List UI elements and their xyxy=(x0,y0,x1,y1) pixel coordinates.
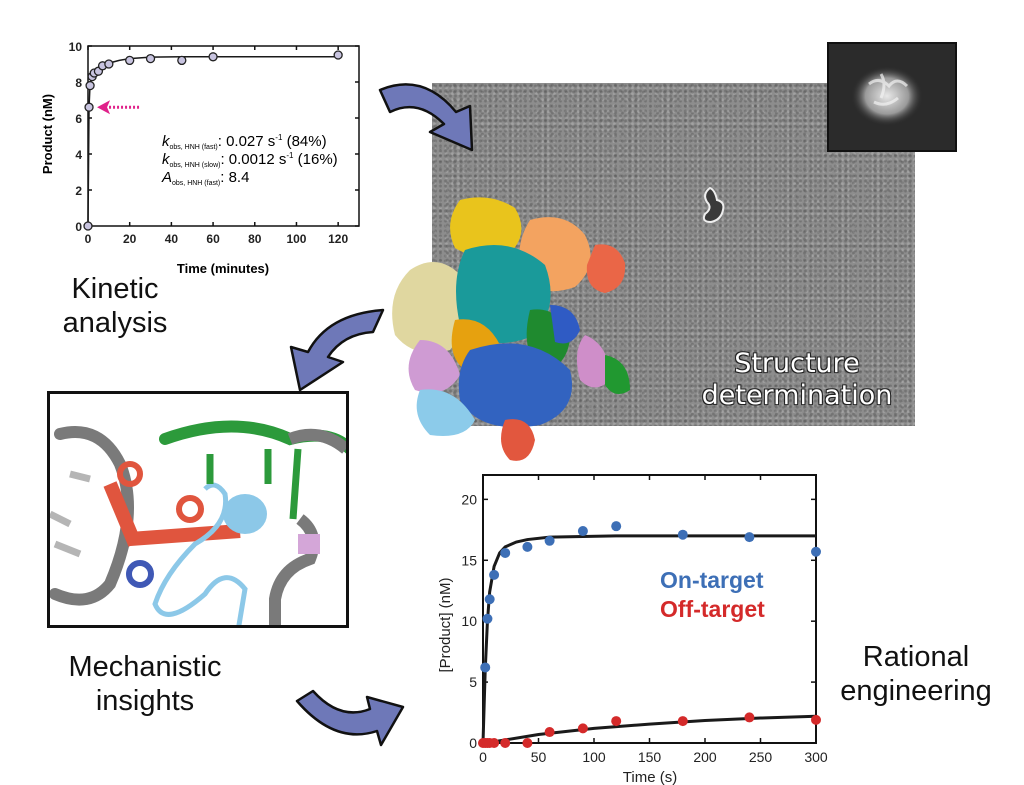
x-tick-label: 100 xyxy=(286,232,306,246)
y-tick-label: 4 xyxy=(75,148,82,162)
pink-arrow-head-icon xyxy=(97,100,111,115)
y-tick-label: 10 xyxy=(69,40,83,54)
data-point xyxy=(500,547,511,558)
kinetic-chart-plot-area: 0 20 40 60 80 100 120 0 2 4 6 8 10 xyxy=(69,40,360,246)
data-point xyxy=(85,80,95,91)
y-tick-label: 8 xyxy=(75,76,82,90)
x-tick-label: 100 xyxy=(582,749,606,765)
stage-label-line: Structure xyxy=(734,348,860,379)
data-point xyxy=(744,532,755,543)
stage-label-line: engineering xyxy=(840,675,992,707)
data-point xyxy=(208,52,218,62)
data-point xyxy=(489,569,500,580)
stage-label-structure-determination: Structure determination xyxy=(682,348,912,412)
x-tick-label: 60 xyxy=(206,232,220,246)
fit-curve xyxy=(481,534,816,744)
svg-text:Aobs, HNH (fast): 8.4: Aobs, HNH (fast): 8.4 xyxy=(161,169,249,187)
y-tick-label: 0 xyxy=(75,220,82,234)
cryo-em-density-map xyxy=(392,197,630,461)
data-point xyxy=(83,221,93,231)
engineering-chart-xlabel: Time (s) xyxy=(623,769,677,785)
engineering-chart-plot-area: 0 50 100 150 200 250 300 0 5 10 15 20 xyxy=(461,474,828,765)
stage-label-kinetic-analysis: Kinetic analysis xyxy=(50,272,180,340)
kinetic-fit-annotations: kobs, HNH (fast): 0.027 s-1 (84%) kobs, … xyxy=(161,133,338,187)
legend-on-target: On-target xyxy=(660,567,764,593)
plot-frame xyxy=(482,474,817,744)
y-tick-label: 15 xyxy=(461,552,477,568)
y-tick-label: 0 xyxy=(469,735,477,751)
x-tick-label: 50 xyxy=(531,749,547,765)
data-point xyxy=(84,102,94,112)
plot-frame xyxy=(87,45,360,227)
data-point xyxy=(811,714,821,725)
stage-label-mechanistic-insights: Mechanistic insights xyxy=(60,650,230,718)
mechanistic-structure-panel xyxy=(47,391,349,628)
data-point xyxy=(677,529,688,540)
stage-label-rational-engineering: Rational engineering xyxy=(826,640,1006,708)
x-tick-label: 120 xyxy=(328,232,348,246)
x-tick-label: 150 xyxy=(638,749,662,765)
data-point xyxy=(544,727,555,738)
data-point xyxy=(577,723,588,734)
stage-label-line: Kinetic xyxy=(71,273,159,305)
data-point xyxy=(125,55,135,66)
x-tick-label: 80 xyxy=(248,232,262,246)
data-point xyxy=(522,541,533,552)
x-tick-label: 0 xyxy=(479,749,487,765)
data-point xyxy=(744,712,755,723)
stage-label-line: Mechanistic xyxy=(68,651,222,683)
engineering-chart: 0 50 100 150 200 250 300 0 5 10 15 20 Time (s) [Pro… xyxy=(437,474,828,785)
data-point xyxy=(333,50,343,60)
2d-class-average-inset xyxy=(827,42,957,152)
data-point xyxy=(489,738,500,748)
x-tick-label: 300 xyxy=(804,749,828,765)
kinetic-chart-xlabel: Time (minutes) xyxy=(177,261,269,276)
data-point xyxy=(811,546,821,557)
workflow-arrow-to-structure xyxy=(378,83,474,152)
x-tick-label: 200 xyxy=(693,749,717,765)
x-tick-label: 250 xyxy=(749,749,773,765)
data-point xyxy=(577,526,588,537)
stage-label-line: analysis xyxy=(62,307,168,339)
nucleotide-structure-rendering xyxy=(50,420,346,625)
data-point xyxy=(611,521,622,532)
svg-text:kobs, HNH (slow): 0.0012 s-1 (: kobs, HNH (slow): 0.0012 s-1 (16%) xyxy=(162,151,338,169)
data-point xyxy=(145,53,156,64)
x-tick-label: 20 xyxy=(123,232,137,246)
data-point xyxy=(482,613,493,624)
y-tick-label: 10 xyxy=(461,613,477,629)
svg-text:kobs, HNH (fast): 0.027 s-1 (8: kobs, HNH (fast): 0.027 s-1 (84%) xyxy=(162,133,327,151)
data-point xyxy=(544,535,555,546)
x-tick-label: 0 xyxy=(85,232,92,246)
data-point xyxy=(677,716,688,727)
data-point xyxy=(177,55,187,66)
data-point xyxy=(104,59,114,69)
legend-off-target: Off-target xyxy=(660,596,765,622)
class-average-blob xyxy=(851,66,923,126)
stage-label-line: Rational xyxy=(862,641,970,673)
y-tick-label: 2 xyxy=(75,184,82,198)
stage-label-line: determination xyxy=(701,380,893,411)
kinetic-chart: 0 20 40 60 80 100 120 0 2 4 6 8 10 Time (minutes) Pr… xyxy=(40,40,360,276)
kinetic-chart-ylabel: Product (nM) xyxy=(40,94,55,174)
data-point xyxy=(480,662,491,673)
data-point xyxy=(522,738,533,748)
y-tick-label: 5 xyxy=(469,674,477,690)
data-point xyxy=(500,738,511,748)
x-tick-label: 40 xyxy=(165,232,179,246)
workflow-arrow-to-engineering xyxy=(295,689,405,747)
micrograph-particle xyxy=(702,186,725,224)
stage-label-line: insights xyxy=(95,685,195,717)
workflow-arrow-to-mechanistic xyxy=(289,308,385,392)
data-point xyxy=(611,716,622,727)
data-point xyxy=(484,594,495,605)
y-tick-label: 20 xyxy=(461,491,477,507)
engineering-chart-ylabel: [Product] (nM) xyxy=(437,577,454,672)
y-tick-label: 6 xyxy=(75,112,82,126)
